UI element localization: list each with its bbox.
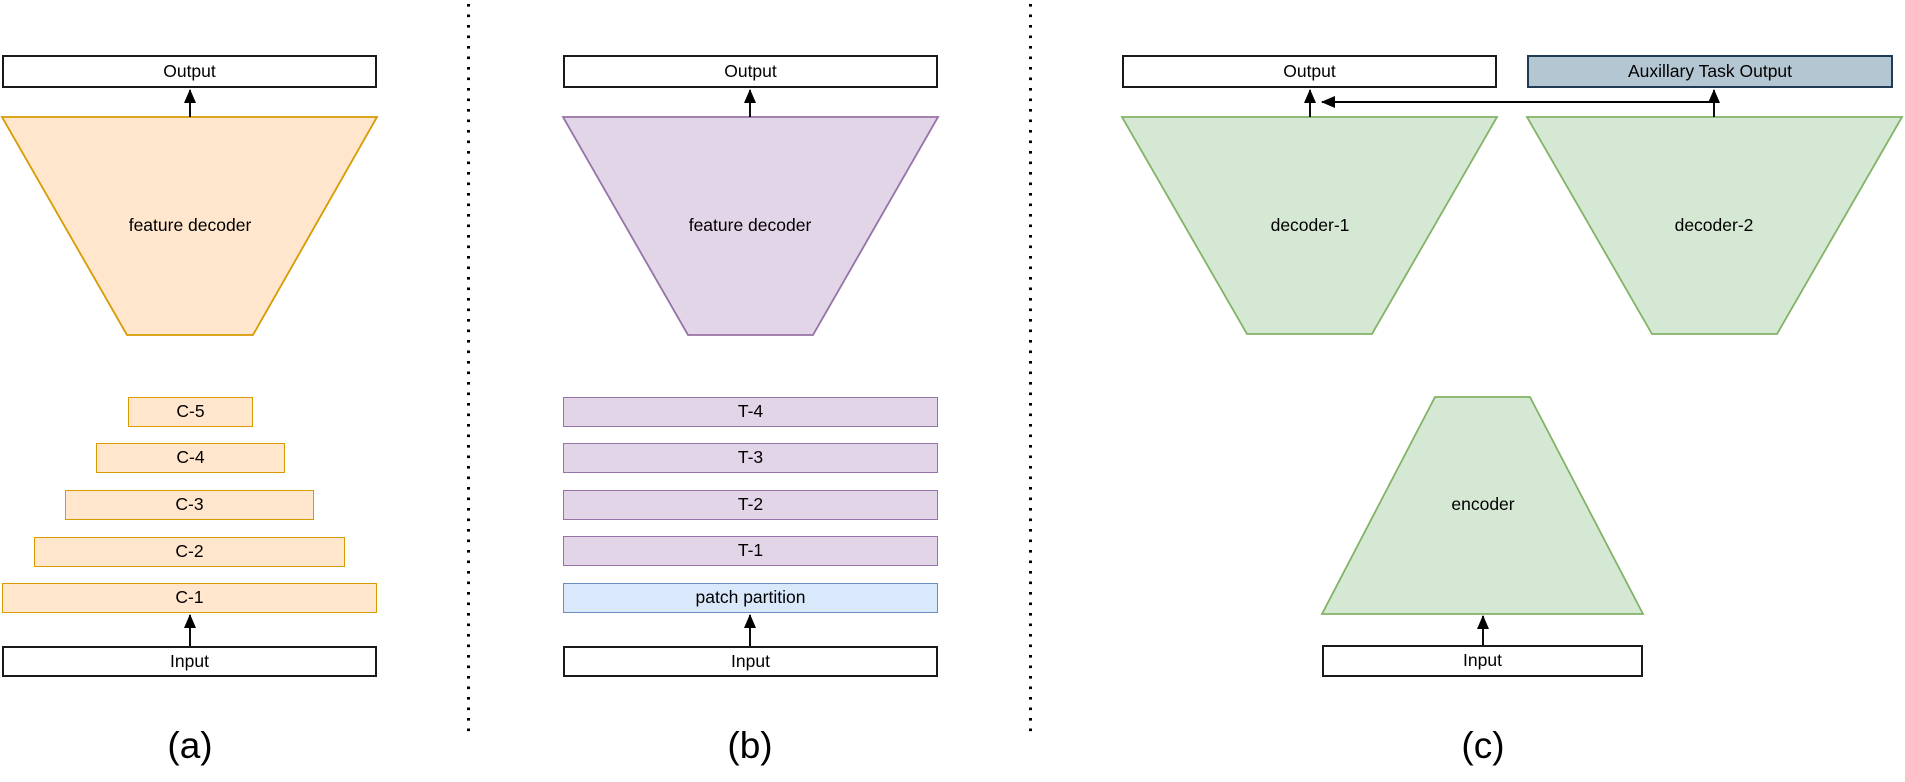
stage-box-t2: T-2 bbox=[563, 490, 938, 520]
stage-box-t3: T-3 bbox=[563, 443, 938, 473]
output-box-b: Output bbox=[563, 55, 938, 88]
input-box-a: Input bbox=[2, 646, 377, 677]
output-box-a: Output bbox=[2, 55, 377, 88]
feature-decoder-shape-b bbox=[561, 116, 940, 336]
stage-box-c2: C-2 bbox=[34, 537, 345, 567]
input-box-b: Input bbox=[563, 646, 938, 677]
panel-caption-c: (c) bbox=[1461, 725, 1505, 766]
panel-caption-a: (a) bbox=[167, 725, 213, 766]
panel-caption-b: (b) bbox=[727, 725, 773, 766]
decoder-1-shape bbox=[1120, 116, 1499, 335]
input-box-c: Input bbox=[1322, 645, 1643, 677]
stage-box-c1: C-1 bbox=[2, 583, 377, 613]
stage-box-t1: T-1 bbox=[563, 536, 938, 566]
stage-box-c4: C-4 bbox=[96, 443, 285, 473]
decoder-2-shape bbox=[1525, 116, 1904, 335]
output-box-c: Output bbox=[1122, 55, 1497, 88]
stage-box-c5: C-5 bbox=[128, 397, 253, 427]
patch-partition-box: patch partition bbox=[563, 583, 938, 613]
auxiliary-task-output-box: Auxillary Task Output bbox=[1527, 55, 1893, 88]
feature-decoder-shape-a bbox=[0, 116, 379, 336]
stage-box-t4: T-4 bbox=[563, 397, 938, 427]
encoder-shape bbox=[1320, 396, 1645, 615]
stage-box-c3: C-3 bbox=[65, 490, 314, 520]
